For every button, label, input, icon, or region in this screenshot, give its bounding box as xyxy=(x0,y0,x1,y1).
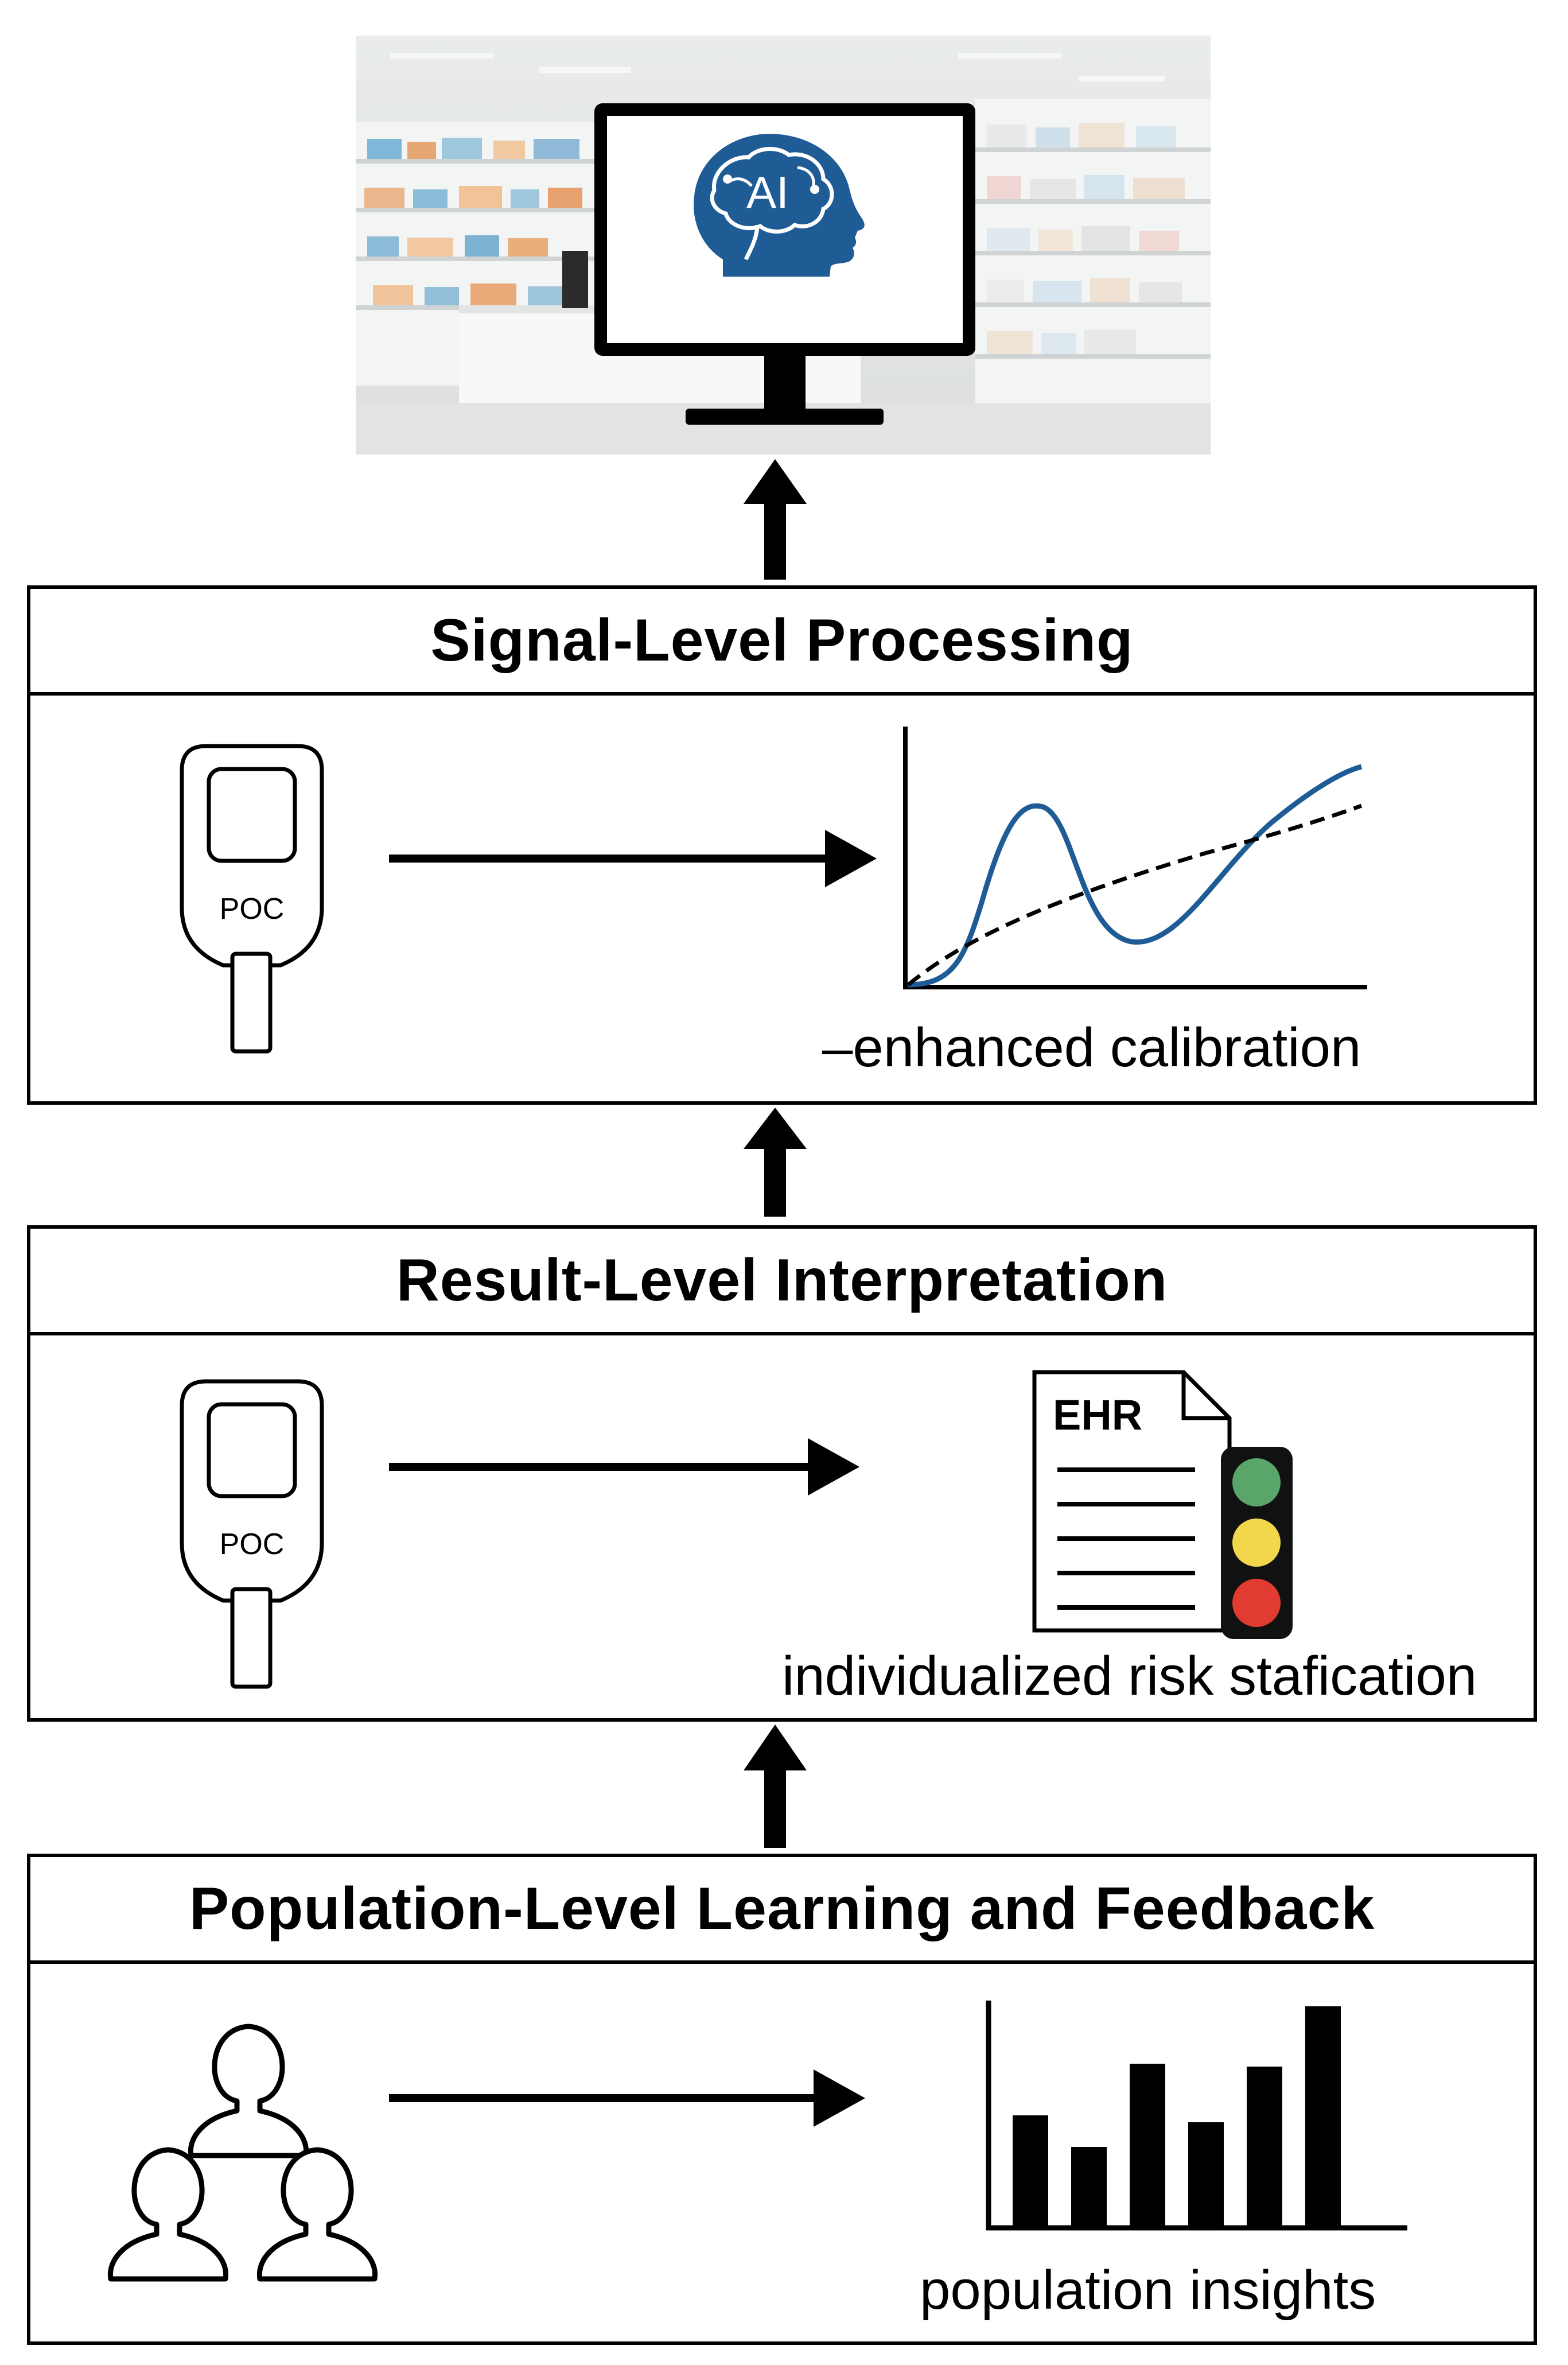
poc-label: POC xyxy=(219,1528,285,1561)
right-shelves xyxy=(975,99,1211,420)
arrow-up-1 xyxy=(744,459,807,580)
panel-result-level: Result-Level Interpretation POC xyxy=(27,1225,1537,1722)
panel-title: Result-Level Interpretation xyxy=(396,1246,1168,1314)
panel-header: Population-Level Learning and Feedback xyxy=(30,1857,1534,1964)
panel-title: Population-Level Learning and Feedback xyxy=(189,1875,1375,1942)
bar-4 xyxy=(1188,2122,1224,2228)
ai-label: AI xyxy=(746,167,789,218)
poc-device-icon: POC xyxy=(166,736,338,1057)
population-caption: population insights xyxy=(920,2259,1376,2321)
bar-5 xyxy=(1247,2067,1282,2228)
ehr-label: EHR xyxy=(1053,1391,1143,1439)
risk-caption: individualized risk stafication xyxy=(782,1645,1477,1707)
arrow-right-result xyxy=(389,1438,859,1496)
panel-title: Signal-Level Processing xyxy=(430,607,1134,674)
ai-brain-head-icon: AI xyxy=(694,134,865,277)
ehr-document-icon: EHR xyxy=(1023,1361,1298,1648)
arrow-up-2 xyxy=(744,1108,807,1217)
panel-header: Signal-Level Processing xyxy=(30,589,1534,696)
bar-3 xyxy=(1130,2064,1165,2228)
bar-6 xyxy=(1305,2006,1341,2228)
arrow-right-signal xyxy=(389,830,877,887)
bar-1 xyxy=(1013,2115,1048,2228)
traffic-light-icon xyxy=(1221,1447,1293,1639)
population-bar-chart xyxy=(960,2001,1430,2247)
panel-header: Result-Level Interpretation xyxy=(30,1229,1534,1335)
arrow-right-population xyxy=(389,2069,865,2127)
ai-monitor: AI xyxy=(594,103,975,425)
calibration-caption: –enhanced calibration xyxy=(822,1017,1361,1078)
calibration-chart xyxy=(891,715,1407,1002)
bar-2 xyxy=(1071,2147,1107,2228)
arrow-up-3 xyxy=(744,1725,807,1848)
pharmacy-ai-illustration: AI xyxy=(356,36,1211,455)
pharmacy-scene: AI xyxy=(356,36,1211,455)
calibration-curve-dashed xyxy=(906,803,1363,987)
people-group-icon xyxy=(105,2001,426,2288)
poc-label: POC xyxy=(219,892,285,926)
panel-signal-level: Signal-Level Processing POC –enhanced ca… xyxy=(27,585,1537,1105)
panel-population-level: Population-Level Learning and Feedback xyxy=(27,1854,1537,2345)
poc-device-icon: POC xyxy=(166,1371,338,1692)
calibration-curve-solid xyxy=(908,764,1363,988)
